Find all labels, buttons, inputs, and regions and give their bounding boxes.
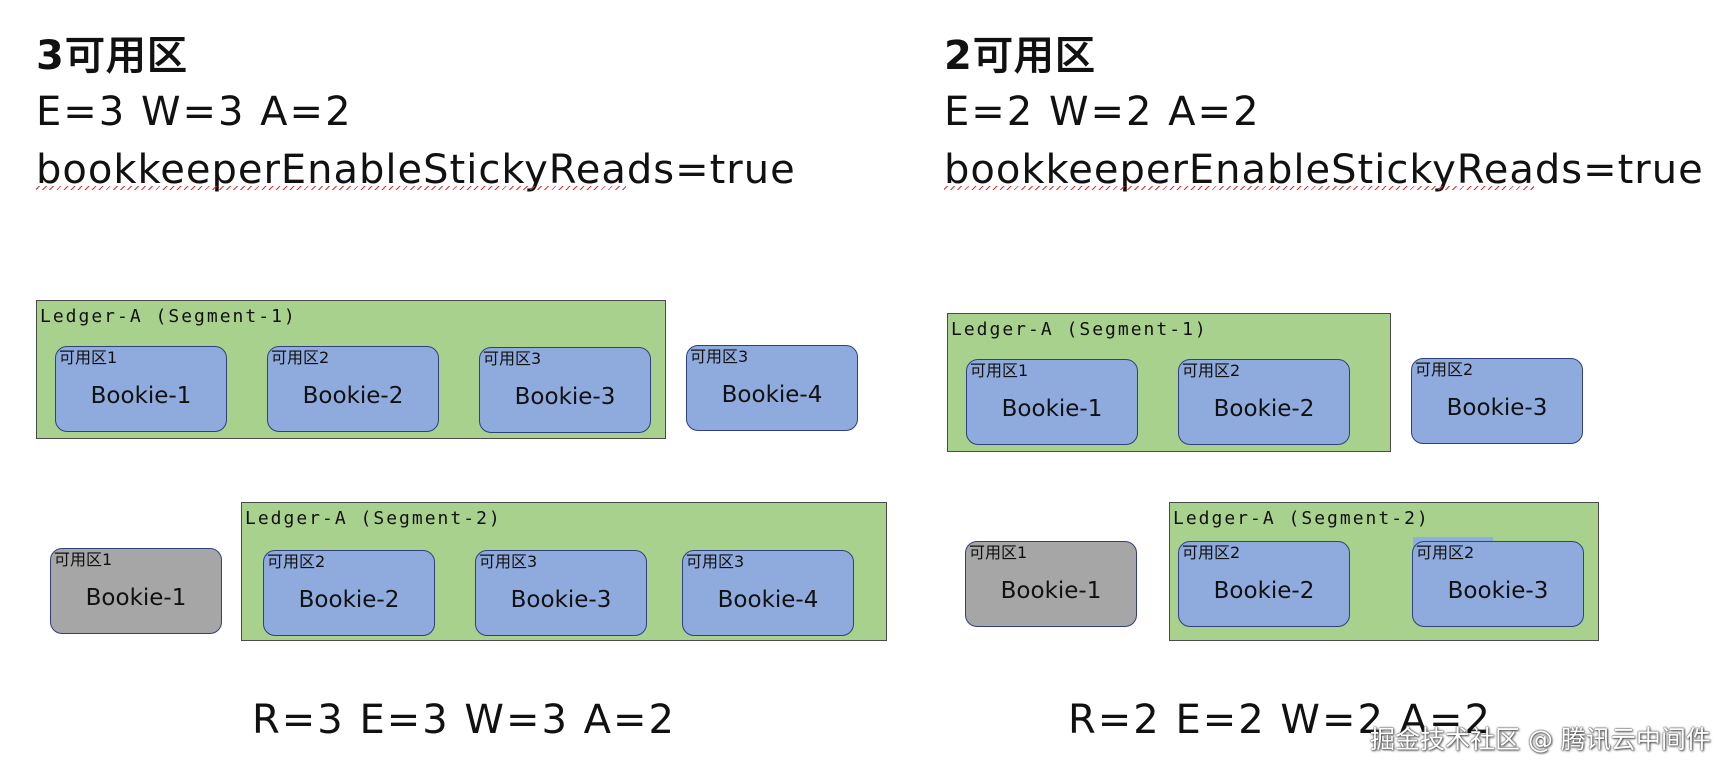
bookie-name: Bookie-2 xyxy=(298,587,400,613)
zone-label: 可用区1 xyxy=(969,543,1028,562)
bookie-node: 可用区3 Bookie-4 xyxy=(686,345,858,431)
bookie-name: Bookie-2 xyxy=(302,383,404,409)
bookie-name: Bookie-1 xyxy=(90,383,192,409)
right-spellcheck-underline xyxy=(944,186,1534,190)
zone-label: 可用区2 xyxy=(267,552,326,571)
zone-label: 可用区3 xyxy=(479,552,538,571)
left-formula: R=3 E=3 W=3 A=2 xyxy=(252,697,676,743)
ledger-label: Ledger-A (Segment-1) xyxy=(40,306,297,327)
bookie-node: 可用区3 Bookie-3 xyxy=(475,550,647,636)
left-ledger-segment-1: Ledger-A (Segment-1) 可用区1 Bookie-1 可用区2 … xyxy=(36,300,666,439)
bookie-node: 可用区2 Bookie-3 xyxy=(1411,358,1583,444)
watermark-text: 掘金技术社区 @ 腾讯云中间件 xyxy=(1370,725,1711,754)
left-title: 3可用区 xyxy=(36,33,188,79)
zone-label: 可用区2 xyxy=(1182,543,1241,562)
zone-label: 可用区3 xyxy=(690,347,749,366)
bookie-node: 可用区3 Bookie-3 xyxy=(479,347,651,433)
right-title: 2可用区 xyxy=(944,33,1096,79)
zone-label: 可用区2 xyxy=(271,348,330,367)
bookie-name: Bookie-4 xyxy=(721,382,823,408)
ledger-label: Ledger-A (Segment-2) xyxy=(1173,508,1430,529)
bookie-name: Bookie-3 xyxy=(1447,578,1549,604)
right-sticky-config: bookkeeperEnableStickyReads=true xyxy=(944,147,1704,193)
zone-label: 可用区1 xyxy=(970,361,1029,380)
bookie-name: Bookie-1 xyxy=(1001,396,1103,422)
bookie-node: 可用区3 Bookie-4 xyxy=(682,550,854,636)
right-ledger-segment-1: Ledger-A (Segment-1) 可用区1 Bookie-1 可用区2 … xyxy=(947,313,1391,452)
bookie-node: 可用区1 Bookie-1 xyxy=(966,359,1138,445)
failed-bookie-node: 可用区1 Bookie-1 xyxy=(965,541,1137,627)
bookie-name: Bookie-2 xyxy=(1213,578,1315,604)
bookie-name: Bookie-3 xyxy=(514,384,616,410)
right-formula: R=2 E=2 W=2 A=2 xyxy=(1068,697,1492,743)
bookie-name: Bookie-3 xyxy=(1446,395,1548,421)
bookie-name: Bookie-1 xyxy=(1000,578,1102,604)
bookie-name: Bookie-2 xyxy=(1213,396,1315,422)
ledger-label: Ledger-A (Segment-1) xyxy=(951,319,1208,340)
bookie-node: 可用区2 Bookie-2 xyxy=(263,550,435,636)
bookie-node: 可用区2 Bookie-2 xyxy=(1178,541,1350,627)
bookie-name: Bookie-4 xyxy=(717,587,819,613)
right-params: E=2 W=2 A=2 xyxy=(944,89,1261,135)
right-ledger-segment-2: Ledger-A (Segment-2) 可用区2 Bookie-2 可用区2 … xyxy=(1169,502,1599,641)
bookie-name: Bookie-1 xyxy=(85,585,187,611)
bookie-name: Bookie-3 xyxy=(510,587,612,613)
zone-label: 可用区1 xyxy=(54,550,113,569)
zone-label: 可用区3 xyxy=(483,349,542,368)
bookie-node: 可用区2 Bookie-3 xyxy=(1412,541,1584,627)
zone-label: 可用区3 xyxy=(686,552,745,571)
bookie-node: 可用区2 Bookie-2 xyxy=(267,346,439,432)
zone-label: 可用区2 xyxy=(1416,543,1475,562)
zone-label: 可用区2 xyxy=(1415,360,1474,379)
left-ledger-segment-2: Ledger-A (Segment-2) 可用区2 Bookie-2 可用区3 … xyxy=(241,502,887,641)
left-params: E=3 W=3 A=2 xyxy=(36,89,353,135)
left-spellcheck-underline xyxy=(36,186,626,190)
zone-label: 可用区1 xyxy=(59,348,118,367)
bookie-node: 可用区2 Bookie-2 xyxy=(1178,359,1350,445)
bookie-node: 可用区1 Bookie-1 xyxy=(55,346,227,432)
ledger-label: Ledger-A (Segment-2) xyxy=(245,508,502,529)
failed-bookie-node: 可用区1 Bookie-1 xyxy=(50,548,222,634)
zone-label: 可用区2 xyxy=(1182,361,1241,380)
left-sticky-config: bookkeeperEnableStickyReads=true xyxy=(36,147,796,193)
